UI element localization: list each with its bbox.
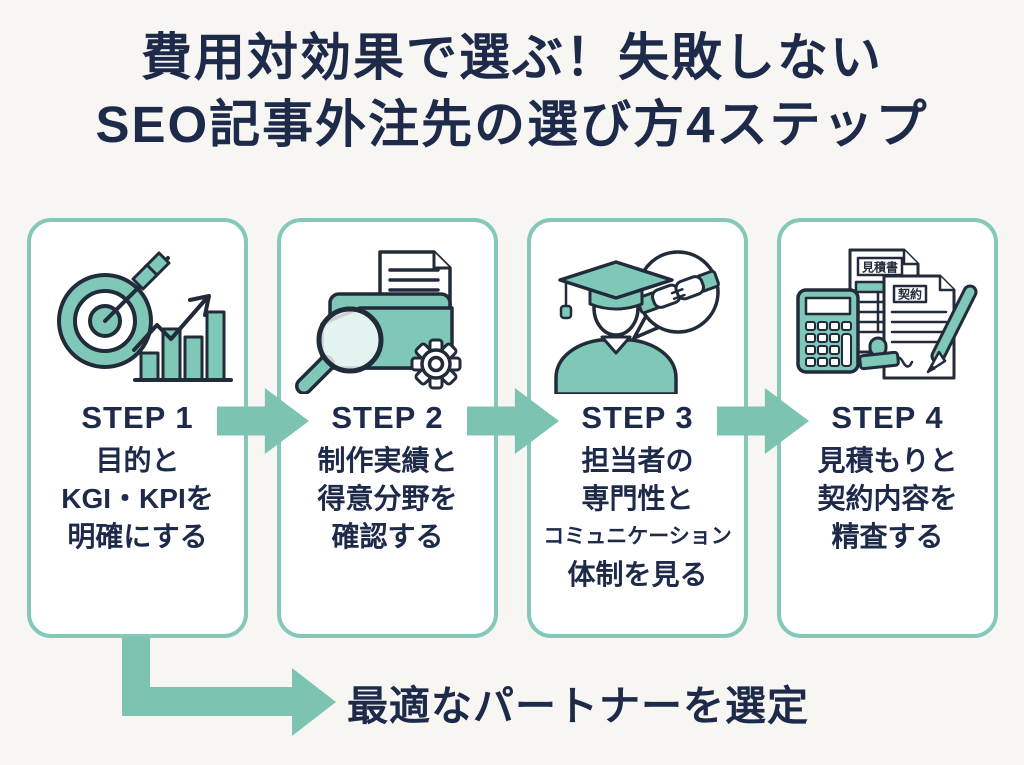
- step1-line: KGI・KPIを: [61, 483, 214, 514]
- conclusion-text: 最適なパートナーを選定: [347, 683, 809, 729]
- calculator-contract-icon: 見積書: [795, 248, 977, 380]
- step3-line: 専門性と: [581, 483, 694, 514]
- speech-bubble: [631, 250, 720, 340]
- step4-line: 見積もりと: [817, 445, 958, 476]
- conclusion-arrow-icon: [122, 637, 336, 736]
- step1-icon-box: [38, 244, 238, 394]
- page-title-line1: 費用対効果で選ぶ！失敗しない: [140, 29, 883, 86]
- estimate-doc-label: 見積書: [860, 260, 897, 275]
- step2-line: 得意分野を: [317, 483, 458, 514]
- portfolio-search-folder-icon: [294, 250, 461, 394]
- step2-icon-box: [288, 244, 488, 394]
- step1-label: STEP 1: [81, 400, 194, 435]
- step3-line: コミュニケーション: [543, 525, 732, 548]
- bar-chart: [132, 310, 233, 382]
- gear: [410, 338, 461, 390]
- step1-description: 目的と KGI・KPIを 明確にする: [61, 442, 213, 556]
- graduate-handshake-bubble-icon: [553, 250, 720, 394]
- step4-line: 精査する: [831, 521, 944, 552]
- step2-card: STEP 2 制作実績と 得意分野を 確認する: [277, 218, 498, 638]
- step1-card: STEP 1 目的と KGI・KPIを 明確にする: [27, 218, 248, 638]
- step1-line: 明確にする: [67, 521, 208, 552]
- step4-card: 見積書: [777, 218, 998, 638]
- contract-doc-label: 契約: [896, 287, 921, 302]
- graduate: [553, 260, 678, 394]
- step4-label: STEP 4: [831, 400, 944, 435]
- step4-line: 契約内容を: [817, 483, 958, 514]
- pen: [926, 284, 977, 374]
- step3-icon-box: [538, 244, 738, 394]
- step2-line: 制作実績と: [317, 445, 458, 476]
- page-title-line2: SEO記事外注先の選び方4ステップ: [95, 96, 929, 154]
- step2-line: 確認する: [331, 521, 444, 552]
- step3-description: 担当者の 専門性と コミュニケーション 体制を見る: [543, 442, 732, 594]
- stamp: [857, 336, 900, 371]
- handshake: [635, 269, 720, 315]
- step3-card: STEP 3 担当者の 専門性と コミュニケーション 体制を見る: [527, 218, 748, 638]
- step2-label: STEP 2: [331, 400, 444, 435]
- magnifier: [294, 306, 383, 394]
- step3-label: STEP 3: [581, 400, 694, 435]
- dart: [102, 251, 170, 323]
- page-title: 費用対効果で選ぶ！失敗しない SEO記事外注先の選び方4ステップ: [0, 24, 1024, 159]
- step3-line: 体制を見る: [567, 559, 708, 590]
- step3-line: 担当者の: [581, 445, 694, 476]
- step2-description: 制作実績と 得意分野を 確認する: [317, 442, 457, 556]
- calculator: [795, 288, 860, 374]
- target-growth-chart-icon: [56, 251, 233, 382]
- step1-line: 目的と: [95, 445, 180, 476]
- trend-arrow: [131, 294, 211, 352]
- step4-icon-box: 見積書: [788, 244, 988, 394]
- step4-description: 見積もりと 契約内容を 精査する: [817, 442, 957, 556]
